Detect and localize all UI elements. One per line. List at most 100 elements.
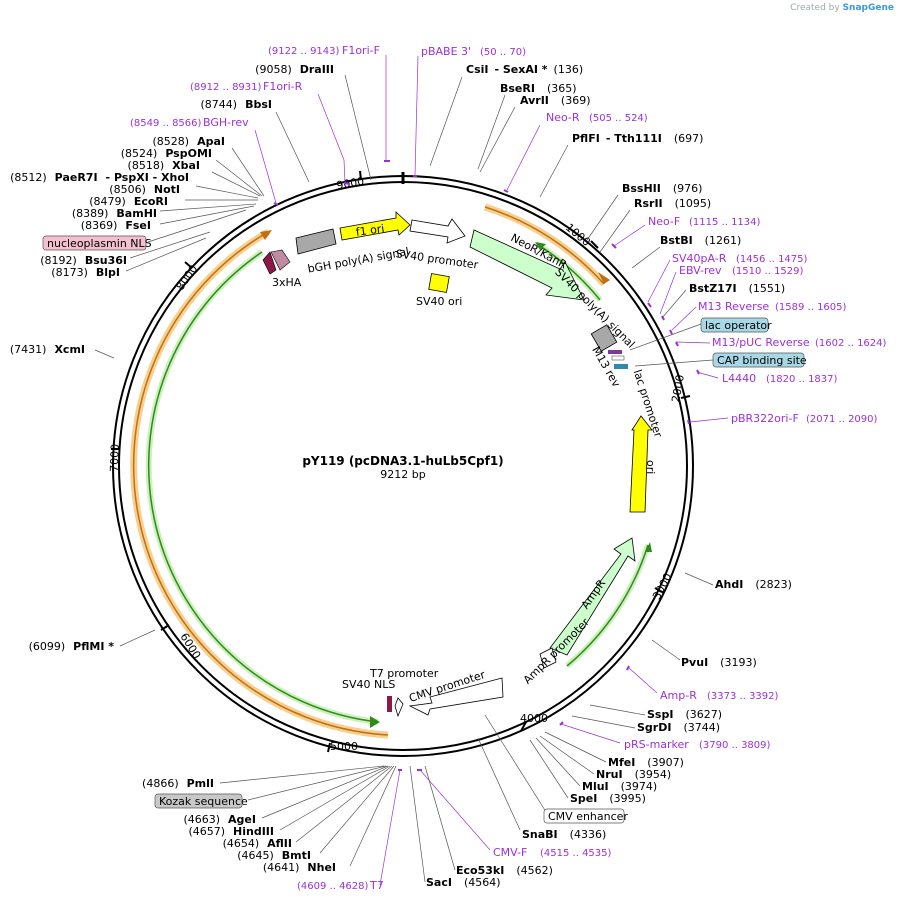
primer-f1ori-f-range: (9122 .. 9143)	[268, 46, 340, 57]
svg-text:(9058)DraIII: (9058)DraIII	[255, 63, 334, 76]
enzyme-xbai: XbaI	[172, 159, 200, 172]
enzyme-bsu36i: Bsu36I	[85, 254, 127, 267]
cmv-promoter-arrow	[408, 677, 504, 716]
tick-2000: 2000	[669, 374, 687, 404]
enzyme-sgrdi: SgrDI	[637, 721, 671, 734]
primer-m13puc-reverse: M13/pUC Reverse	[712, 336, 810, 349]
enzyme-nhei: NheI	[307, 861, 336, 874]
svg-text:PflFI- Tth111I(697): PflFI- Tth111I(697)	[572, 132, 703, 145]
snapgene-logo: SnapGene	[842, 3, 894, 13]
ampr-promoter-shape	[539, 647, 557, 669]
tick-marks	[111, 170, 691, 753]
svg-text:(8506)NotI: (8506)NotI	[109, 183, 180, 196]
box-cap-binding-site: CAP binding site	[717, 354, 807, 367]
ampr-arrow	[549, 537, 636, 656]
enzyme-draiii: DraIII	[300, 63, 334, 76]
svg-text:PvuI(3193): PvuI(3193)	[681, 656, 757, 669]
enzyme-saci: SacI	[426, 876, 452, 889]
enzyme-eco53ki: Eco53kI	[456, 864, 504, 877]
primer-bgh-rev: BGH-rev	[203, 116, 249, 129]
primer-pbr322ori-f-range: (2071 .. 2090)	[806, 414, 878, 425]
svg-text:BseRI(365): BseRI(365)	[500, 82, 577, 95]
enzyme-apai: ApaI	[197, 135, 225, 148]
orf-arcs	[130, 203, 652, 739]
enzyme-avrii: AvrII	[520, 94, 549, 107]
svg-text:CsiI- SexAI *(136): CsiI- SexAI *(136)	[466, 63, 583, 76]
primer-sv40pa-r-range: (1456 .. 1475)	[736, 254, 808, 265]
svg-text:SspI(3627): SspI(3627)	[647, 708, 722, 721]
sv40-polya-box	[590, 324, 618, 352]
svg-text:AhdI(2823): AhdI(2823)	[715, 578, 792, 591]
enzyme-bstz17i: BstZ17I	[689, 282, 737, 295]
svg-text:(8192)Bsu36I: (8192)Bsu36I	[40, 254, 127, 267]
enzyme-sspi: SspI	[647, 708, 673, 721]
enzyme-ahdi: AhdI	[715, 578, 743, 591]
primer-amp-r: Amp-R	[660, 689, 697, 702]
box-nucleoplasmin-nls: nucleoplasmin NLS	[47, 237, 152, 250]
label-f1-ori: f1 ori	[355, 222, 385, 239]
box-lac-operator: lac operator	[705, 319, 772, 332]
primer-t7-range: (4609 .. 4628)	[297, 881, 369, 892]
enzyme-labels-right: CsiI- SexAI *(136) BseRI(365) AvrII(369)…	[426, 63, 792, 889]
primer-f1ori-r: F1ori-R	[263, 80, 303, 93]
svg-text:(4654)AflII: (4654)AflII	[223, 837, 292, 850]
primer-m13-reverse-range: (1589 .. 1605)	[775, 302, 847, 313]
box-kozak-sequence: Kozak sequence	[159, 795, 248, 808]
t7-promoter-shape	[394, 697, 404, 718]
enzyme-mlui: MluI	[582, 780, 609, 793]
enzyme-nrui: NruI	[596, 768, 623, 781]
nucleoplasmin-nls-shape	[262, 251, 277, 275]
svg-text:MfeI(3907): MfeI(3907)	[608, 756, 684, 769]
tick-5000: 5000	[330, 740, 358, 753]
primer-pbabe3-range: (50 .. 70)	[480, 47, 526, 58]
primer-labels: (9122 .. 9143) F1ori-F pBABE 3' (50 .. 7…	[130, 44, 887, 892]
primer-bgh-rev-range: (8549 .. 8566)	[130, 118, 202, 129]
enzyme-ecori: EcoRI	[134, 195, 168, 208]
svg-text:(4657)HindIII: (4657)HindIII	[188, 825, 274, 838]
enzyme-pspomi: PspOMI	[165, 147, 212, 160]
snapgene-watermark: Created by SnapGene	[790, 3, 894, 13]
enzyme-aflii: AflII	[267, 837, 292, 850]
primer-prs-marker: pRS-marker	[624, 738, 689, 751]
tick-7000: 7000	[108, 444, 122, 472]
primer-m13puc-reverse-range: (1602 .. 1624)	[815, 338, 887, 349]
svg-text:(8369)FseI: (8369)FseI	[81, 219, 151, 232]
label-sv40-ori: SV40 ori	[416, 295, 462, 308]
svg-text:(8528)ApaI: (8528)ApaI	[153, 135, 225, 148]
svg-text:(8389)BamHI: (8389)BamHI	[72, 207, 157, 220]
primer-ebv-rev-range: (1510 .. 1529)	[732, 266, 804, 277]
svg-text:NruI(3954): NruI(3954)	[596, 768, 671, 781]
enzyme-fsei: FseI	[125, 219, 151, 232]
label-t7-promoter: T7 promoter	[369, 667, 439, 680]
primer-ebv-rev: EBV-rev	[679, 264, 722, 277]
svg-text:(6099)PflMI *: (6099)PflMI *	[29, 640, 115, 653]
svg-text:(4641)NheI: (4641)NheI	[263, 861, 336, 874]
label-bgh-polya: bGH poly(A) signal	[307, 245, 410, 276]
svg-text:(4663)AgeI: (4663)AgeI	[183, 813, 256, 826]
label-ori: ori	[644, 460, 657, 474]
primer-f1ori-f: F1ori-F	[342, 44, 380, 57]
sv40-nls-box	[387, 696, 392, 712]
enzyme-pflfi: PflFI	[572, 132, 600, 145]
tick-9000: 9000	[335, 175, 365, 193]
svg-text:(8173)BlpI: (8173)BlpI	[51, 266, 120, 279]
svg-text:(8524)PspOMI: (8524)PspOMI	[121, 147, 212, 160]
enzyme-bstbi: BstBI	[660, 234, 693, 247]
enzyme-xcmi: XcmI	[54, 343, 85, 356]
m13-rev-bar	[608, 350, 622, 354]
enzyme-spei: SpeI	[570, 792, 597, 805]
svg-text:SgrDI(3744): SgrDI(3744)	[637, 721, 720, 734]
primer-prs-marker-range: (3790 .. 3809)	[699, 740, 771, 751]
svg-text:SpeI(3995): SpeI(3995)	[570, 792, 646, 805]
enzyme-blpi: BlpI	[96, 266, 120, 279]
primer-neo-r-range: (505 .. 524)	[589, 113, 648, 124]
tick-4000: 4000	[520, 712, 548, 725]
svg-text:MluI(3974): MluI(3974)	[582, 780, 657, 793]
svg-text:(8512)PaeR7I- PspXI - XhoI: (8512)PaeR7I- PspXI - XhoI	[10, 171, 189, 184]
primer-neo-f: Neo-F	[648, 215, 680, 228]
enzyme-bbsi: BbsI	[245, 98, 272, 111]
primer-l4440-range: (1820 .. 1837)	[766, 374, 838, 385]
3xha-shape	[270, 249, 291, 271]
enzyme-pflmi: PflMI *	[73, 640, 114, 653]
